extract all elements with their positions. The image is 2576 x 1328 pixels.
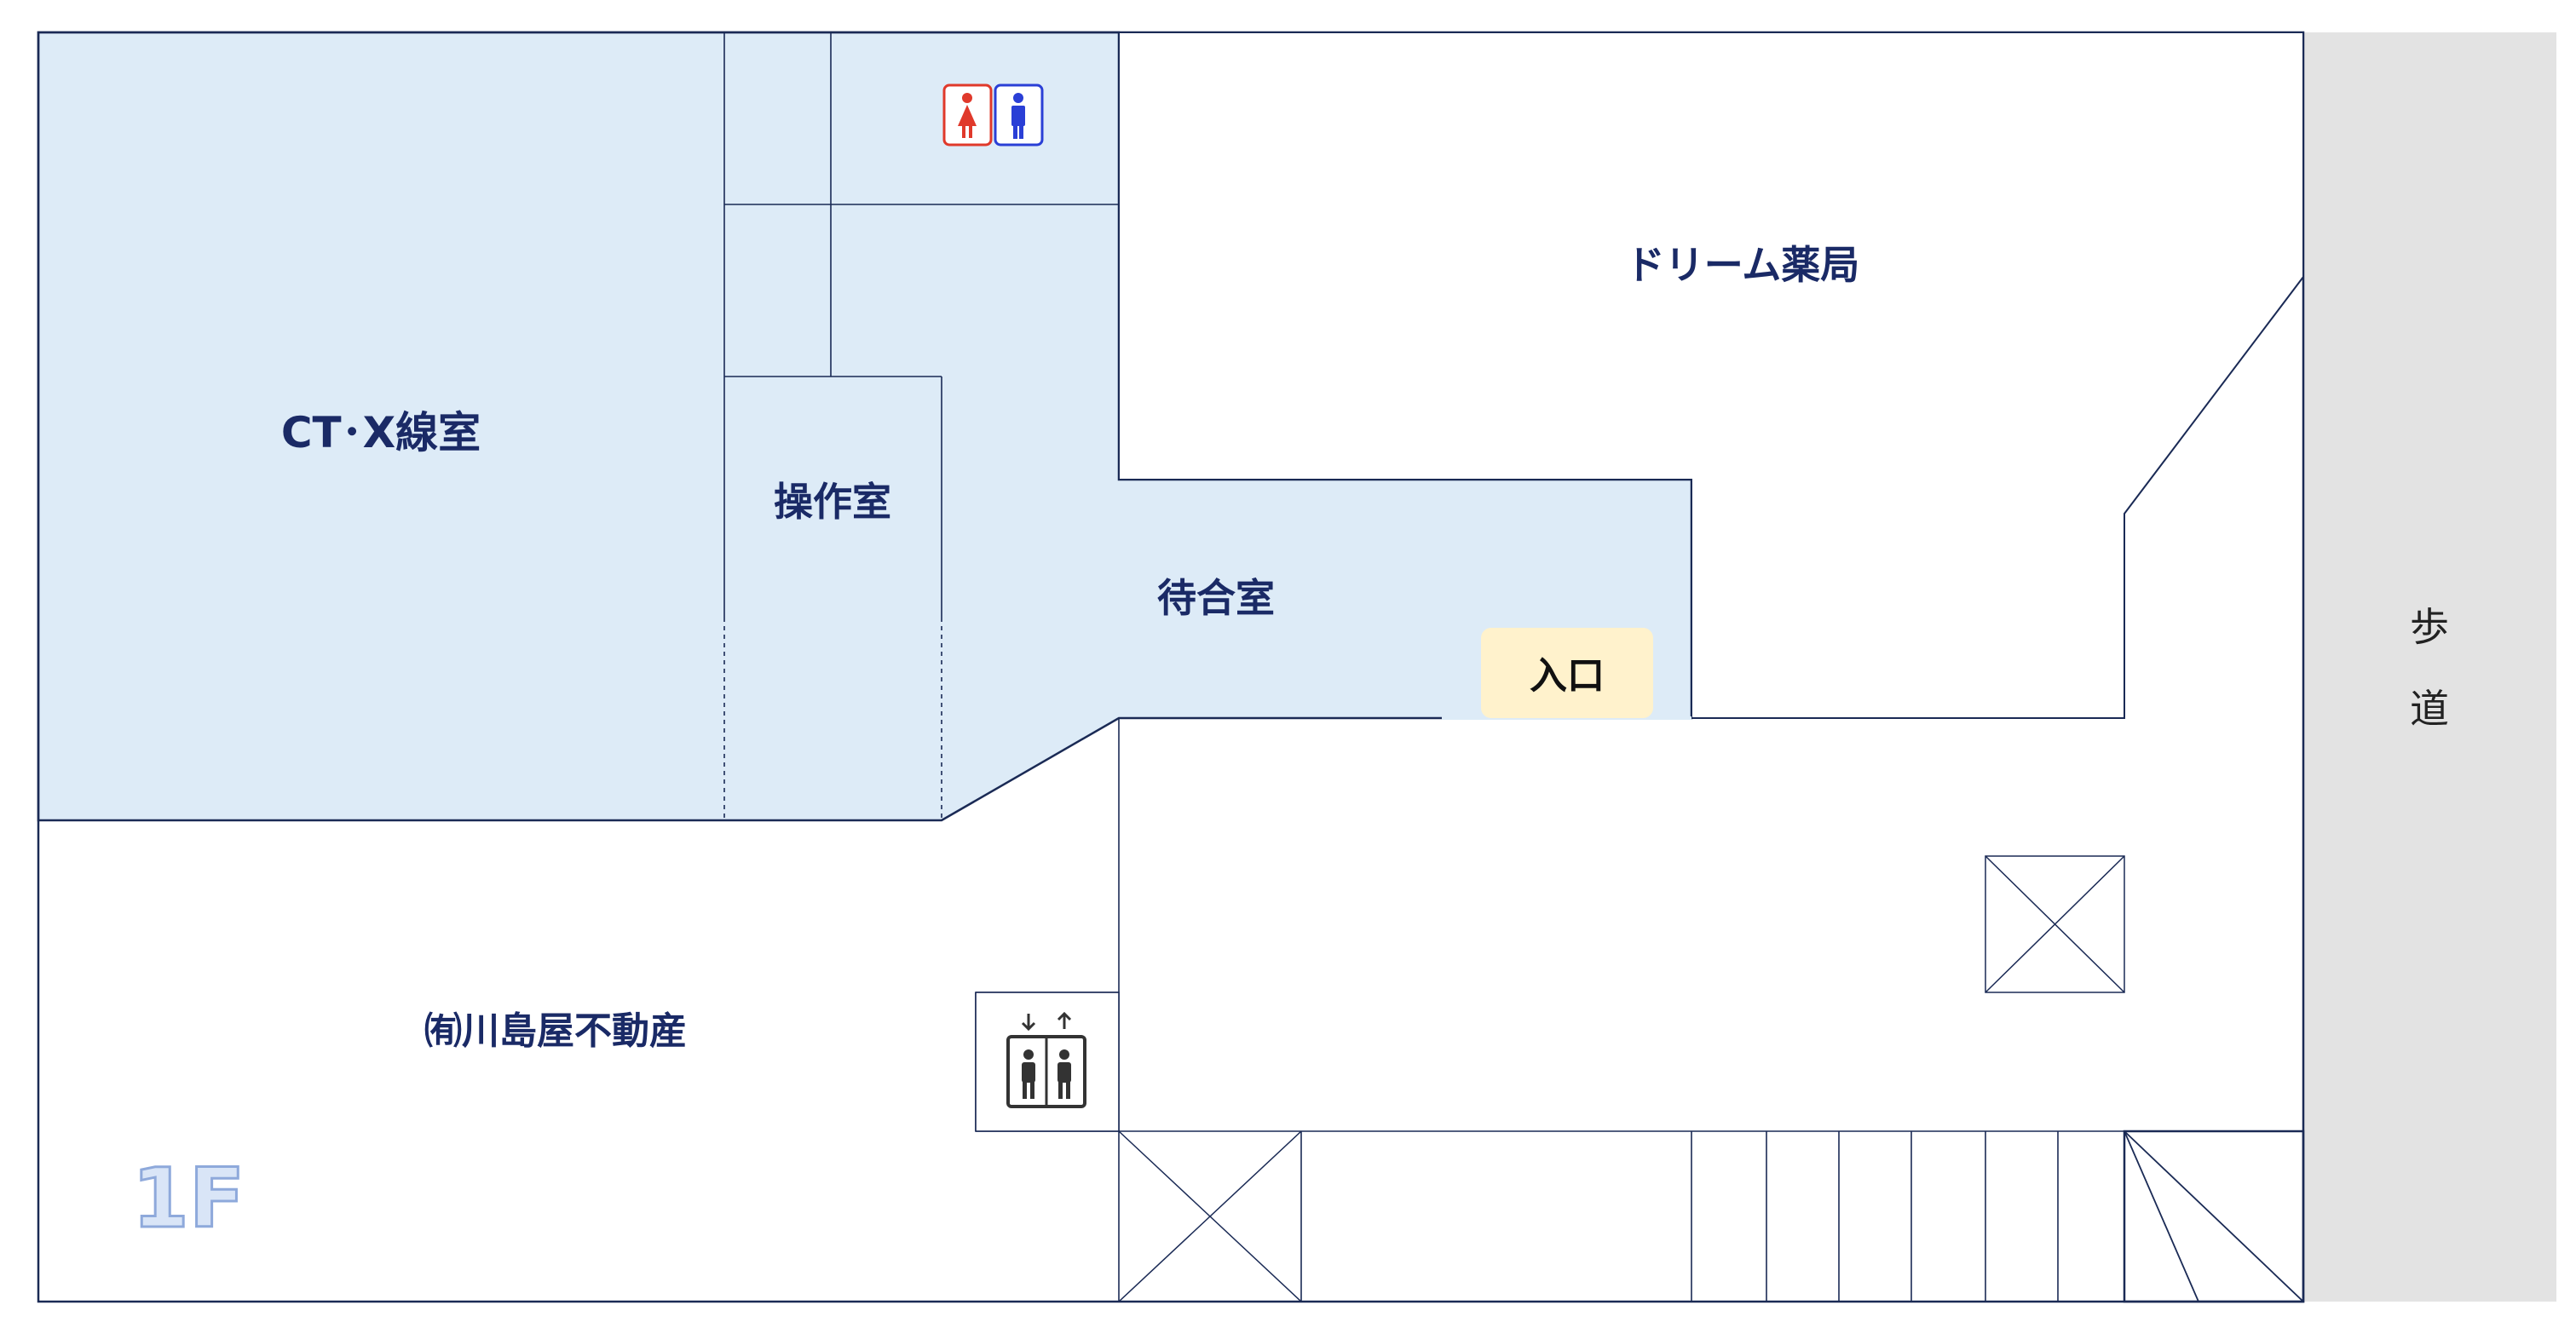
pharmacy-outline — [1118, 32, 2304, 719]
room-label-ct-xray: CT･X線室 — [281, 408, 481, 457]
restroom-icon — [942, 83, 1044, 147]
escalator — [2123, 1130, 2305, 1303]
void-box-right — [1985, 855, 2125, 993]
entrance-label: 入口 — [1530, 654, 1605, 698]
room-label-control: 操作室 — [774, 479, 891, 525]
entrance-badge — [1481, 628, 1653, 718]
room-label-waiting: 待合室 — [1157, 575, 1275, 621]
walkway-label-1: 歩 — [2410, 604, 2449, 650]
lower-walls — [975, 718, 2303, 1302]
walkway-label-2: 道 — [2410, 686, 2449, 732]
void-box-lower-left — [1118, 1130, 1302, 1302]
elevator-icon — [975, 992, 1120, 1132]
floor-label: 1F — [132, 1151, 245, 1246]
room-label-realestate: ㈲川島屋不動産 — [424, 1009, 687, 1053]
clinic-walls — [723, 32, 1119, 820]
walkway-area — [2303, 32, 2556, 1302]
room-label-pharmacy: ドリーム薬局 — [1626, 242, 1860, 288]
